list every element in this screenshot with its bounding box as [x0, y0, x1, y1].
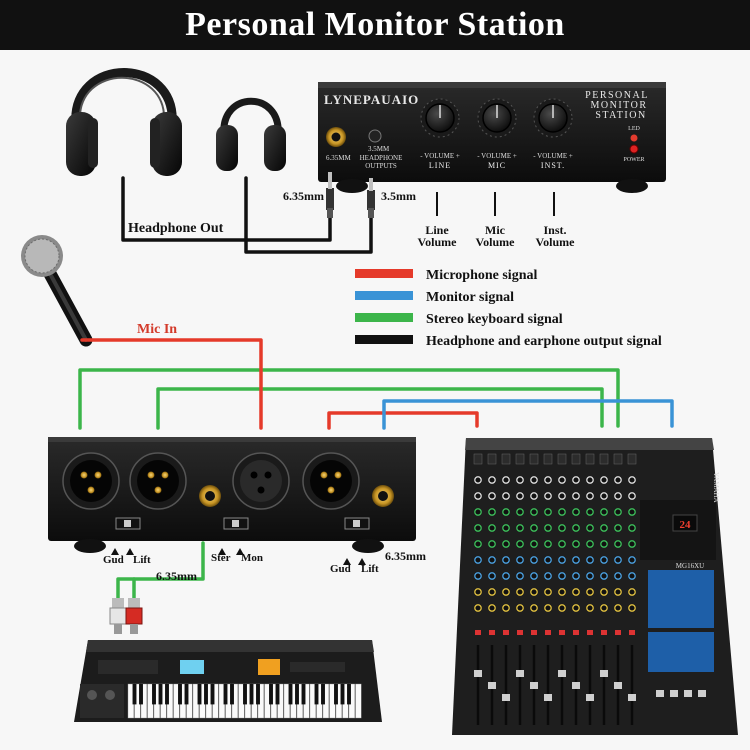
device-name-line2: MONITOR — [591, 100, 648, 111]
mixer-brand-label: YAMAHA — [712, 472, 720, 503]
legend-swatch-3 — [355, 335, 413, 344]
line-volume-caption: - VOLUME + — [420, 152, 460, 160]
device-outputs-line1: HEADPHONE — [360, 154, 403, 162]
jack-635-plug-icon — [326, 172, 334, 218]
mic-volume-knob[interactable] — [477, 98, 517, 138]
device-jack-635-label: 6.35MM — [326, 154, 351, 162]
power-led-icon — [630, 134, 638, 142]
line-volume-label-2: Volume — [418, 235, 458, 249]
monitor-station-rear-panel — [48, 437, 416, 553]
yamaha-mixer-icon: 24 YAMAHA MG16XU — [452, 438, 738, 735]
mixer-model-label: MG16XU — [676, 562, 704, 570]
keyboard-synthesizer-icon — [74, 640, 382, 722]
device-name-line3: STATION — [595, 110, 646, 121]
title-bar: Personal Monitor Station — [0, 0, 750, 50]
rca-plug-red-icon — [125, 598, 143, 634]
device-name-line1: PERSONAL — [585, 90, 649, 101]
rca-plug-white-icon — [109, 598, 127, 634]
page-title: Personal Monitor Station — [185, 6, 565, 43]
mixer-display-value: 24 — [680, 519, 692, 531]
knob-inst-label: INST. — [541, 161, 565, 170]
keyboard-signal-wires — [78, 368, 620, 600]
jack-635-right-label: 6.35mm — [385, 549, 426, 563]
legend-label-2: Stereo keyboard signal — [426, 312, 563, 327]
gud-label-left: Gud — [103, 554, 124, 566]
device-led-label: LED — [628, 126, 640, 132]
inst-volume-caption: - VOLUME + — [533, 152, 573, 160]
xlr-connector-3 — [302, 452, 360, 510]
legend-label-0: Microphone signal — [426, 268, 537, 283]
xlr-female-connector — [232, 452, 290, 510]
volume-pointers — [436, 192, 555, 216]
signal-legend: Microphone signal Monitor signal Stereo … — [355, 268, 662, 349]
device-brand-logo: LYNEPAUAIO — [324, 92, 419, 107]
xlr-connector-1 — [62, 452, 120, 510]
jack-35-plug-icon — [367, 178, 375, 218]
jack-35-label: 3.5mm — [381, 189, 416, 203]
lift-label-right: Lift — [361, 563, 379, 575]
inst-volume-label-1: Inst. — [543, 223, 566, 237]
device-jack-35-label: 3.5MM — [368, 145, 390, 153]
mixer-display — [672, 514, 698, 532]
jack-35-socket — [368, 129, 382, 143]
legend-swatch-0 — [355, 269, 413, 278]
inst-volume-knob[interactable] — [533, 98, 573, 138]
knob-mic-label: MIC — [488, 161, 506, 170]
legend-label-3: Headphone and earphone output signal — [426, 334, 662, 349]
headphone-output-wires — [121, 176, 373, 254]
device-power-label: POWER — [624, 157, 645, 163]
small-headphones-icon — [216, 97, 286, 171]
microphone-icon — [21, 235, 93, 347]
legend-swatch-2 — [355, 313, 413, 322]
switch-arrow-icons — [111, 548, 366, 565]
gud-label-right: Gud — [330, 563, 351, 575]
monitor-signal-wires — [382, 399, 674, 430]
jack-635-label: 6.35mm — [283, 189, 324, 203]
mic-volume-caption: - VOLUME + — [477, 152, 517, 160]
inst-volume-label-2: Volume — [536, 235, 576, 249]
mic-volume-label-1: Mic — [485, 223, 506, 237]
power-button[interactable] — [629, 144, 639, 154]
xlr-connector-2 — [129, 452, 187, 510]
knob-line-label: LINE — [429, 161, 451, 170]
jack-635-bottom-label: 6.35mm — [156, 569, 197, 583]
mic-in-label: Mic In — [137, 322, 177, 337]
large-headphones-icon — [66, 68, 182, 176]
line-volume-knob[interactable] — [420, 98, 460, 138]
microphone-signal-wires — [80, 338, 479, 430]
mon-label: Mon — [241, 552, 263, 564]
legend-swatch-1 — [355, 291, 413, 300]
personal-monitor-station-device: LYNEPAUAIO PERSONAL MONITOR STATION 6.35… — [318, 82, 666, 193]
line-volume-label-1: Line — [425, 223, 449, 237]
headphone-out-label: Headphone Out — [128, 221, 224, 236]
legend-label-1: Monitor signal — [426, 290, 514, 305]
lift-label-left: Lift — [133, 554, 151, 566]
mic-volume-label-2: Volume — [476, 235, 516, 249]
device-outputs-line2: OUTPUTS — [365, 162, 397, 170]
